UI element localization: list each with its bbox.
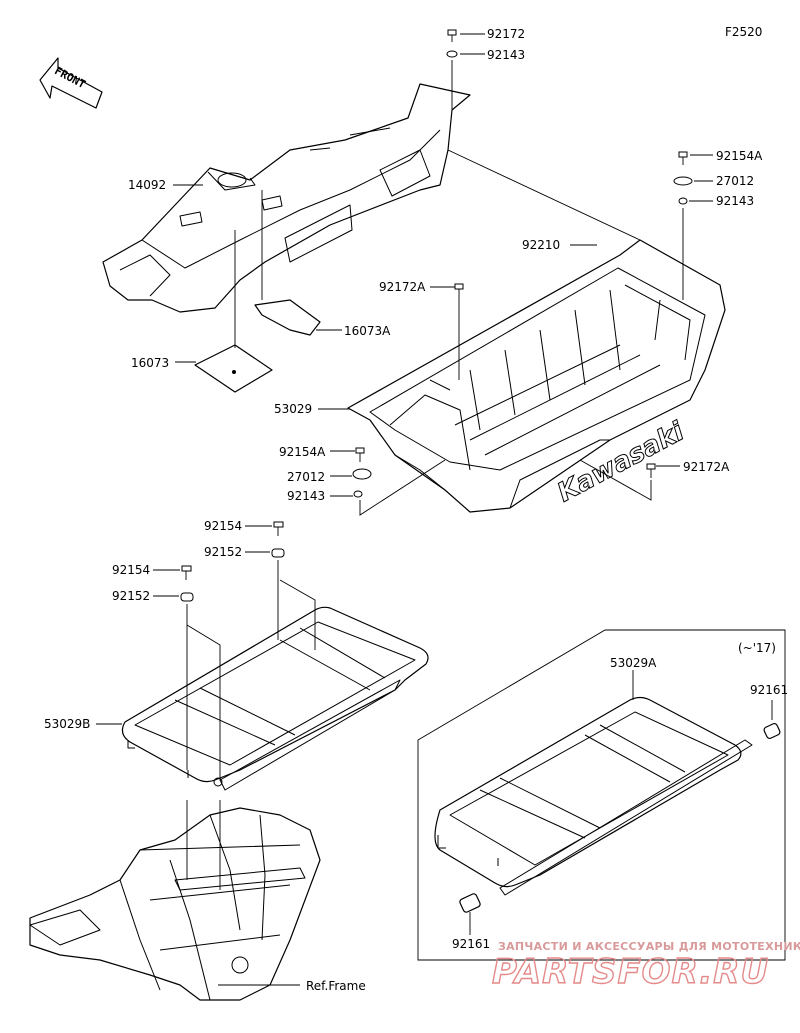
- label-53029a: 53029A: [610, 656, 657, 670]
- hardware-rack-right: [271, 521, 285, 558]
- label-53029: 53029: [274, 402, 312, 416]
- label-92161-lower: 92161: [452, 937, 490, 951]
- label-92154a-right: 92154A: [716, 149, 763, 163]
- label-92210: 92210: [522, 238, 560, 252]
- vehicle-frame-part: [29, 807, 321, 1001]
- label-16073a: 16073A: [344, 324, 391, 338]
- hardware-left: [352, 447, 372, 498]
- label-53029b: 53029B: [44, 717, 90, 731]
- label-27012-left: 27012: [287, 470, 325, 484]
- front-arrow-icon: FRONT: [39, 57, 103, 109]
- label-92154-b: 92154: [112, 563, 150, 577]
- label-92172a-upper: 92172A: [379, 280, 426, 294]
- watermark-line2: PARTSFOR.RU: [492, 952, 769, 992]
- hardware-92172a-lower: [646, 463, 656, 478]
- label-92143-top: 92143: [487, 48, 525, 62]
- hardware-right: [673, 151, 693, 205]
- pad-16073a: [254, 299, 321, 336]
- label-27012-right: 27012: [716, 174, 754, 188]
- diagram-code: F2520: [725, 25, 762, 39]
- pad-16073: [194, 344, 273, 393]
- label-92152-b: 92152: [112, 589, 150, 603]
- watermark-line1: ЗАПЧАСТИ И АКСЕССУАРЫ ДЛЯ МОТОТЕХНИКИ: [498, 940, 800, 953]
- hardware-92172a-upper: [454, 283, 464, 296]
- label-92172a-lower: 92172A: [683, 460, 730, 474]
- variant-note: (~'17): [738, 641, 776, 655]
- cargo-bed-part: [347, 239, 726, 513]
- rack-53029b-part: [121, 606, 429, 791]
- label-92154-a: 92154: [204, 519, 242, 533]
- rack-53029a-part: [434, 696, 753, 896]
- label-92154a-left: 92154A: [279, 445, 326, 459]
- label-92152-a: 92152: [204, 545, 242, 559]
- variant-box: [417, 629, 786, 961]
- sleeve-92161-lower: [459, 893, 481, 913]
- label-92172: 92172: [487, 27, 525, 41]
- label-14092: 14092: [128, 178, 166, 192]
- label-ref-frame: Ref.Frame: [306, 979, 366, 993]
- hardware-rack-left: [180, 565, 194, 602]
- cargo-bed-cover-part: [102, 83, 471, 313]
- label-92143-left: 92143: [287, 489, 325, 503]
- sleeve-92161-upper: [763, 722, 781, 740]
- label-92161-upper: 92161: [750, 683, 788, 697]
- hardware-top: [446, 29, 458, 58]
- label-92143-right: 92143: [716, 194, 754, 208]
- label-16073: 16073: [131, 356, 169, 370]
- leader-lines: [96, 33, 773, 986]
